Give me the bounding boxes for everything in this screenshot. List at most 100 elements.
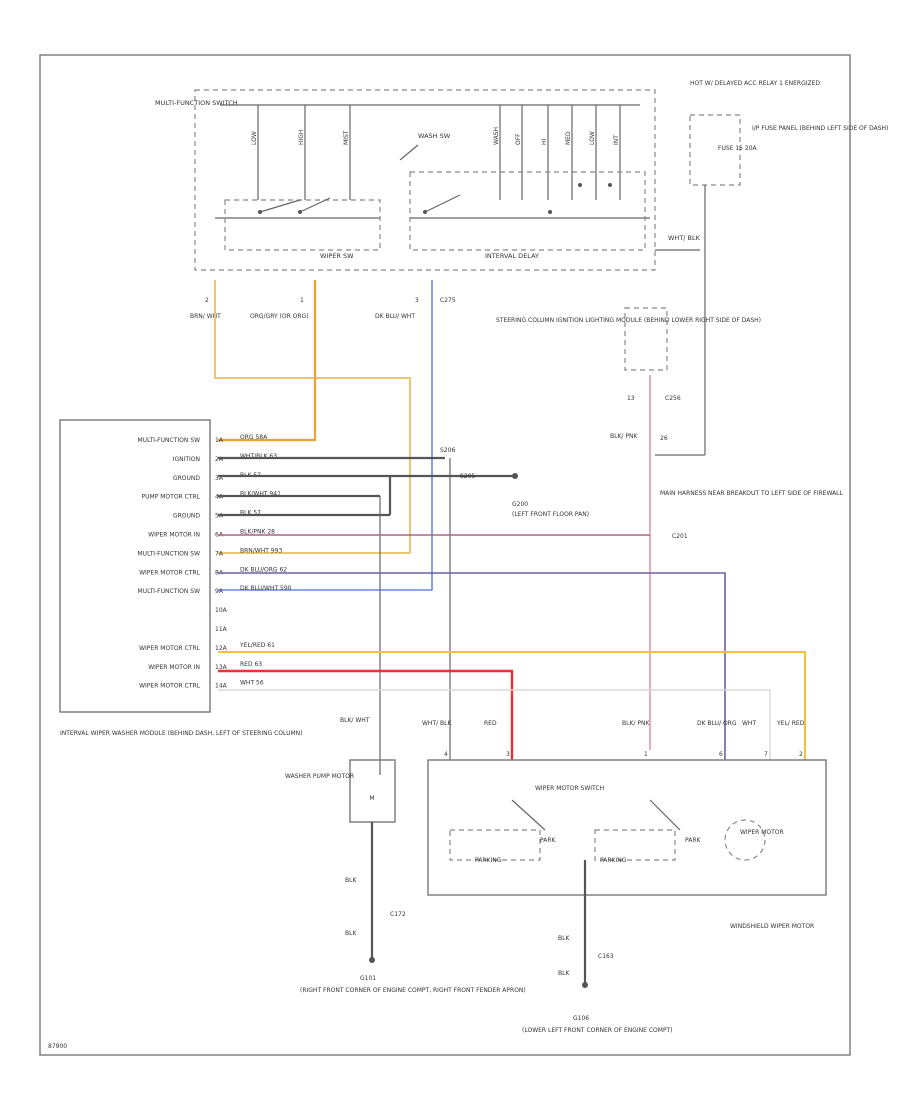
module-row-wire: RED 63 [240,661,262,668]
motor-wire-color: BLK/ PNK [622,720,650,727]
park-label-1: PARK [540,837,557,844]
main-harness-note: MAIN HARNESS NEAR BREAKOUT TO LEFT SIDE … [660,490,844,497]
switch-pin-label: MED [565,131,572,145]
interval-contact-1 [424,194,461,213]
motor-wire-pin: 2 [799,751,803,758]
contact-dot [578,183,582,187]
orggry-color: ORG/GRY (OR ORG) [250,313,309,320]
c163-label: C163 [598,953,614,960]
switch-pin-label: LOW [251,131,258,145]
interval-delay-label: INTERVAL DELAY [485,252,539,260]
brn-wht-pin: 2 [205,297,209,304]
wiper-motor-label: WIPER MOTOR [740,829,784,836]
module-row-label: MULTI-FUNCTION SW [138,550,201,557]
switch-pin-label: INT [613,135,620,145]
motor-wire-pin: 4 [444,751,448,758]
module-row-wire: WHT/BLK 63 [240,453,277,460]
parking-box-1 [449,829,541,861]
switch-pin-label: HI [541,138,548,145]
module-row-pin: 7A [215,550,224,557]
wiper-contact-2 [299,197,331,213]
washer-pump-ground-wire-label-2: BLK [345,930,357,937]
motor-wire-color: WHT [742,720,756,727]
brn-wht-color: BRN/ WHT [190,313,221,320]
motor-wire-pin: 7 [764,751,768,758]
dkblu-color: DK BLU/ WHT [375,313,415,320]
contact-dot [423,210,427,214]
washer-pump-ground-wire-label: BLK [345,877,357,884]
g101-dot [369,957,375,963]
motor-switch-contact-1 [511,799,546,831]
outer-frame [39,54,851,1056]
module-harness-wires: S205 S206 G200 (LEFT FRONT FLOOR PAN) MA… [218,447,844,775]
g106-label: G106 [573,1015,589,1022]
c172-label: C172 [390,911,406,918]
hot-relay-title: HOT W/ DELAYED ACC RELAY 1 ENERGIZED [690,80,820,87]
module-row-label: WIPER MOTOR IN [148,532,200,539]
wire-dk-blu-wht [218,280,433,591]
g106-dot [582,982,588,988]
switch-pin-label: WASH [493,127,500,145]
switch-pin-label: OFF [515,133,522,145]
g200-dot [512,473,518,479]
g106-note: (LOWER LEFT FRONT CORNER OF ENGINE COMPT… [522,1027,673,1034]
s205-label: S205 [460,473,475,480]
module-row-label: MULTI-FUNCTION SW [138,588,201,595]
wire-brn-wht [214,280,411,554]
washer-pump: M BLK/ WHT WASHER PUMP MOTOR BLK C172 BL… [285,717,526,994]
wiper-motor-name: WINDSHIELD WIPER MOTOR [730,923,814,930]
parking-box-2 [594,829,676,861]
module-row-pin: 1A [215,437,224,444]
contact-dot [298,210,302,214]
module-row-label: GROUND [173,513,200,520]
module-row-pin: 10A [215,607,228,614]
module-row-wire: DK BLU/ORG 62 [240,566,287,573]
steering-module-connector: C256 [665,395,681,402]
motor-wire-pin: 3 [506,751,510,758]
module-row-wire: BLK/PNK 28 [240,529,275,536]
motor-wire-color: WHT/ BLK [422,720,452,727]
steering-module-box [624,307,668,371]
steering-module-label: STEERING COLUMN IGNITION LIGHTING MODULE… [496,317,761,324]
washer-pump-label: WASHER PUMP MOTOR [285,773,354,780]
module-row-wire: BLK/WHT 941 [240,491,281,498]
multi-function-switch-label: MULTI-FUNCTION SWITCH [155,99,238,107]
wire-dk-blu-org [218,572,726,760]
module-row-pin: 9A [215,588,224,595]
s206-label: S206 [440,447,455,454]
module-row-wire: ORG 58A [240,434,268,441]
module-row-wire: DK BLU/WHT 590 [240,585,292,592]
parking-label-2: PARKING [600,857,627,864]
module-row-label: MULTI-FUNCTION SW [138,437,201,444]
module-row-label: PUMP MOTOR CTRL [142,494,201,501]
interval-delay-box [409,171,646,251]
interval-module-label: INTERVAL WIPER WASHER MODULE (BEHIND DAS… [60,730,303,737]
wiper-motor-ground-wire-label-2: BLK [558,970,570,977]
orggry-pin: 1 [300,297,304,304]
contact-dot [258,210,262,214]
parking-label-1: PARKING [475,857,502,864]
g101-note: (RIGHT FRONT CORNER OF ENGINE COMPT, RIG… [300,987,526,994]
module-row-pin: 11A [215,626,228,633]
motor-wire-color: RED [484,720,497,727]
wiper-motor-switch-label: WIPER MOTOR SWITCH [535,785,604,792]
wire-wht [218,689,771,760]
module-row-wire: BLK 57 [240,510,261,517]
washer-pump-symbol: M [369,795,374,802]
module-row-wire: BRN/WHT 993 [240,547,282,554]
module-row-pin: 2A [215,456,224,463]
switch-pin-label: LOW [589,131,596,145]
interval-module-box [59,419,211,713]
contact-dot [608,183,612,187]
fuse-label: FUSE 15 20A [718,145,758,152]
steering-module-pin: 13 [627,395,635,402]
wiper-contact-1 [259,199,301,213]
switch-pin-label: MIST [343,130,350,145]
